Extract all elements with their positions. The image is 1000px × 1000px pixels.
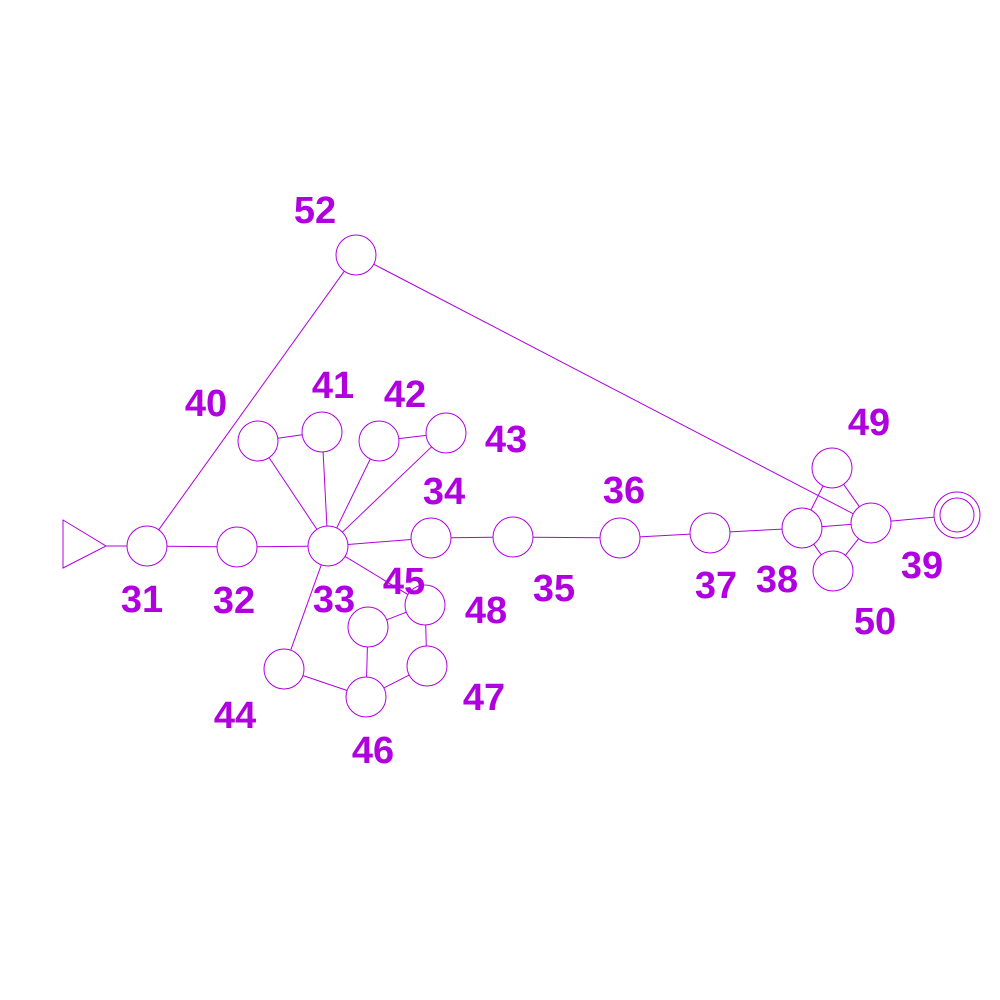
state-label-40: 40 xyxy=(185,383,227,425)
edge-49-39 xyxy=(843,484,860,507)
state-label-44: 44 xyxy=(214,695,256,737)
final-state-inner-ring xyxy=(939,497,975,533)
state-node-44 xyxy=(263,648,305,690)
state-node-31 xyxy=(126,525,168,567)
state-node-36 xyxy=(599,517,641,559)
edge-32-33 xyxy=(256,545,309,548)
state-label-39: 39 xyxy=(901,545,943,587)
state-node-43 xyxy=(425,412,467,454)
edge-42-33 xyxy=(336,458,371,529)
edge-38-50 xyxy=(813,543,822,556)
edge-38-39 xyxy=(821,523,852,528)
state-label-42: 42 xyxy=(384,374,426,416)
edge-31-52 xyxy=(158,270,345,531)
edge-50-39 xyxy=(845,538,859,556)
state-label-31: 31 xyxy=(121,579,163,621)
edge-38-49 xyxy=(810,485,824,511)
edge-45-46 xyxy=(366,646,368,678)
state-node-32 xyxy=(216,526,258,568)
state-label-49: 49 xyxy=(848,402,890,444)
state-node-49 xyxy=(811,447,853,489)
edge-42-43 xyxy=(398,434,427,440)
state-label-48: 48 xyxy=(465,590,507,632)
edge-33-48 xyxy=(344,555,409,596)
state-label-43: 43 xyxy=(485,419,527,461)
final-state-node xyxy=(933,491,981,539)
state-node-41 xyxy=(301,411,343,453)
state-label-34: 34 xyxy=(423,471,465,513)
state-node-52 xyxy=(335,234,377,276)
edge-35-36 xyxy=(532,536,601,539)
edge-33-34 xyxy=(347,539,412,545)
state-node-38 xyxy=(781,507,823,549)
state-label-35: 35 xyxy=(533,568,575,610)
state-node-50 xyxy=(812,550,854,592)
edge-39-final xyxy=(890,516,935,522)
edge-45-48 xyxy=(386,611,407,621)
state-node-35 xyxy=(492,516,534,558)
state-label-41: 41 xyxy=(312,365,354,407)
edge-43-33 xyxy=(342,446,432,533)
edge-34-35 xyxy=(450,536,494,539)
state-node-34 xyxy=(410,517,452,559)
edge-52-39 xyxy=(373,263,854,515)
edge-36-37 xyxy=(639,533,691,538)
state-node-42 xyxy=(358,420,400,462)
state-label-36: 36 xyxy=(603,470,645,512)
edge-31-32 xyxy=(166,545,218,548)
edge-40-33 xyxy=(268,457,318,530)
state-label-33: 33 xyxy=(313,579,355,621)
state-node-40 xyxy=(237,420,279,462)
state-node-33 xyxy=(307,525,349,567)
state-label-52: 52 xyxy=(294,190,336,232)
edge-41-33 xyxy=(322,451,328,527)
edge-44-46 xyxy=(302,675,348,691)
state-label-32: 32 xyxy=(213,580,255,622)
edge-40-41 xyxy=(277,434,303,439)
state-label-46: 46 xyxy=(352,730,394,772)
start-marker-icon xyxy=(62,519,108,569)
state-label-45: 45 xyxy=(383,561,425,603)
state-label-50: 50 xyxy=(854,601,896,643)
edge-33-44 xyxy=(290,564,322,651)
state-node-39 xyxy=(850,502,892,544)
state-node-46 xyxy=(345,676,387,718)
edge-48-47 xyxy=(425,624,427,647)
state-label-37: 37 xyxy=(695,565,737,607)
state-label-38: 38 xyxy=(756,559,798,601)
state-label-47: 47 xyxy=(463,677,505,719)
state-node-37 xyxy=(689,512,731,554)
edge-37-38 xyxy=(729,528,783,533)
edge-46-47 xyxy=(383,674,410,689)
state-node-48 xyxy=(404,584,446,626)
state-node-45 xyxy=(347,606,389,648)
state-node-47 xyxy=(406,645,448,687)
